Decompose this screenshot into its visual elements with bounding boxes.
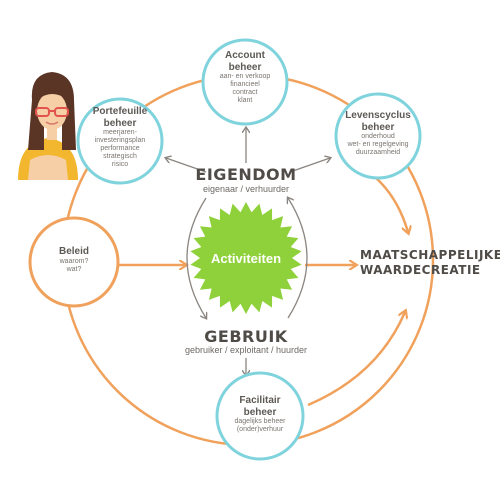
node-facilitair-circle <box>215 371 305 461</box>
node-portefeuille-line: strategisch <box>103 153 137 161</box>
node-portefeuille-line: meerjaren- <box>103 129 137 136</box>
eigendom-sublabel: eigenaar / verhuurder <box>202 184 290 194</box>
node-account-circle <box>201 38 289 126</box>
node-facilitair-title: Facilitair <box>239 395 281 406</box>
node-levenscyclus: Levenscyclus beheer onderhoud wet- en re… <box>336 110 420 157</box>
node-levenscyclus-title: beheer <box>361 121 395 133</box>
node-account-line: klant <box>237 97 253 105</box>
cycle-arc-left <box>186 197 206 318</box>
node-facilitair: Facilitair beheer dagelijks beheer (onde… <box>220 395 300 434</box>
gebruik-label: GEBRUIK <box>204 327 288 346</box>
node-levenscyclus-line: wet- en regelgeving <box>347 141 409 149</box>
node-facilitair-title: beheer <box>243 406 277 418</box>
node-account-title: Account <box>225 50 265 61</box>
node-beleid-title: Beleid <box>58 246 89 257</box>
node-portefeuille-title: beheer <box>103 117 137 129</box>
connector-eigendom-portefeuille <box>166 158 207 173</box>
node-account: Account beheer aan- en verkoop financiee… <box>205 50 285 105</box>
cycle-arc-right <box>288 198 308 319</box>
arrow-levenscyclus-to-outcome <box>375 177 408 232</box>
activiteiten-starburst <box>190 202 302 314</box>
node-portefeuille-line: performance <box>100 145 140 153</box>
outcome-line-2: WAARDECREATIE <box>360 263 481 277</box>
node-portefeuille-circle <box>76 97 164 185</box>
eigendom-label: EIGENDOM <box>195 165 297 184</box>
node-account-line: contract <box>232 89 258 97</box>
arrow-facilitair-to-outcome <box>307 312 405 407</box>
node-levenscyclus-line: duurzaamheid <box>355 149 401 157</box>
connector-eigendom-levenscyclus <box>289 158 330 173</box>
node-facilitair-line: dagelijks beheer <box>234 418 286 425</box>
node-levenscyclus-line: onderhoud <box>361 133 395 140</box>
activiteiten-label: Activiteiten <box>210 251 282 266</box>
node-beleid-circle <box>28 216 120 308</box>
node-levenscyclus-title: Levenscyclus <box>345 110 411 121</box>
outcome-line-1: MAATSCHAPPELIJKE <box>360 248 500 262</box>
gebruik-sublabel: gebruiker / exploitant / huurder <box>184 345 308 355</box>
node-account-line: aan- en verkoop <box>219 73 271 80</box>
node-facilitair-line: (onder)verhuur <box>236 426 284 434</box>
node-beleid-line: wat? <box>66 265 82 273</box>
node-portefeuille-line: investeringsplan <box>94 137 146 145</box>
outcome-label: MAATSCHAPPELIJKE WAARDECREATIE <box>360 248 500 278</box>
node-beleid: Beleid waarom? wat? <box>40 246 108 274</box>
node-portefeuille-title: Portefeuille <box>92 106 148 117</box>
node-portefeuille: Portefeuille beheer meerjaren- investeri… <box>78 106 162 169</box>
woman-illustration <box>18 72 78 180</box>
node-portefeuille-line: risico <box>111 161 129 169</box>
node-levenscyclus-circle <box>334 92 422 180</box>
node-beleid-line: waarom? <box>59 257 89 265</box>
node-account-line: financieel <box>230 81 260 89</box>
node-account-title: beheer <box>228 61 262 73</box>
